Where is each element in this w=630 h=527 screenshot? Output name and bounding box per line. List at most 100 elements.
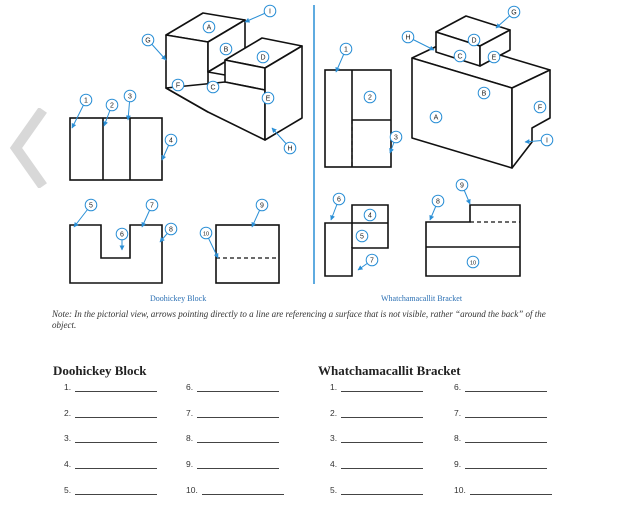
callout-label: F bbox=[176, 83, 180, 90]
answer-blank-line[interactable] bbox=[341, 409, 424, 418]
callout-label: I bbox=[546, 138, 548, 145]
doohickey-callout-9: 9 bbox=[251, 198, 269, 228]
bracket-callout-g: G bbox=[495, 5, 521, 29]
bracket-answer-row: 7. bbox=[454, 408, 548, 418]
answer-blank-line[interactable] bbox=[469, 486, 552, 495]
doohickey-callout-10: 10 bbox=[199, 226, 219, 259]
callout-label: 6 bbox=[120, 232, 124, 239]
answer-number: 9. bbox=[186, 459, 194, 469]
doohickey-answer-row: 4. bbox=[64, 459, 158, 469]
callout-label: 6 bbox=[337, 197, 341, 204]
answer-number: 6. bbox=[454, 382, 462, 392]
bracket-callout-6: 6 bbox=[330, 192, 346, 221]
bracket-callout-c: C bbox=[453, 49, 467, 63]
doohickey-callout-2: 2 bbox=[103, 98, 119, 127]
back-chevron-icon[interactable] bbox=[8, 108, 48, 188]
answer-number: 3. bbox=[64, 433, 72, 443]
doohickey-callout-3: 3 bbox=[123, 89, 137, 121]
callout-label: C bbox=[210, 85, 215, 92]
doohickey-callout-c: C bbox=[206, 80, 220, 94]
bracket-answer-row: 6. bbox=[454, 382, 548, 392]
doohickey-callout-i: I bbox=[244, 4, 277, 23]
bracket-callout-5: 5 bbox=[355, 229, 369, 243]
doohickey-callout-6: 6 bbox=[115, 227, 129, 251]
answer-blank-line[interactable] bbox=[75, 460, 158, 469]
bracket-answer-row: 5. bbox=[330, 485, 424, 495]
bracket-callout-e: E bbox=[487, 50, 501, 64]
answer-blank-line[interactable] bbox=[465, 460, 548, 469]
bracket-pictorial bbox=[411, 15, 551, 169]
callout-label: G bbox=[511, 10, 516, 17]
doohickey-callout-e: E bbox=[261, 91, 275, 105]
callout-label: 5 bbox=[360, 234, 364, 241]
answer-blank-line[interactable] bbox=[465, 409, 548, 418]
answer-blank-line[interactable] bbox=[341, 383, 424, 392]
bracket-answer-row: 9. bbox=[454, 459, 548, 469]
bracket-callout-8: 8 bbox=[429, 194, 445, 221]
bracket-answer-row: 4. bbox=[330, 459, 424, 469]
answer-title-bracket: Whatchamacallit Bracket bbox=[318, 363, 461, 378]
bracket-answer-row: 8. bbox=[454, 433, 548, 443]
doohickey-answer-row: 2. bbox=[64, 408, 158, 418]
answer-blank-line[interactable] bbox=[465, 383, 548, 392]
doohickey-answer-row: 1. bbox=[64, 382, 158, 392]
answer-blank-line[interactable] bbox=[75, 383, 158, 392]
callout-label: A bbox=[207, 25, 212, 32]
callout-label: E bbox=[266, 96, 271, 103]
bracket-callout-a: A bbox=[429, 110, 443, 124]
bracket-callout-f: F bbox=[533, 100, 547, 114]
doohickey-answer-row: 6. bbox=[186, 382, 280, 392]
callout-label: 4 bbox=[169, 138, 173, 145]
answer-blank-line[interactable] bbox=[197, 409, 280, 418]
answer-number: 3. bbox=[330, 433, 338, 443]
doohickey-callout-4: 4 bbox=[161, 133, 178, 161]
bracket-callout-3: 3 bbox=[389, 130, 403, 154]
callout-label: 7 bbox=[150, 203, 154, 210]
answer-blank-line[interactable] bbox=[201, 486, 284, 495]
bracket-callout-h: H bbox=[401, 30, 435, 51]
doohickey-pictorial bbox=[165, 12, 303, 141]
bracket-callout-7: 7 bbox=[357, 253, 379, 271]
callout-label: A bbox=[434, 115, 439, 122]
answer-blank-line[interactable] bbox=[197, 383, 280, 392]
answer-number: 5. bbox=[330, 485, 338, 495]
callout-label: 9 bbox=[260, 203, 264, 210]
doohickey-callout-1: 1 bbox=[71, 93, 93, 129]
answer-blank-line[interactable] bbox=[75, 434, 158, 443]
answer-number: 10. bbox=[186, 485, 198, 495]
answer-number: 10. bbox=[454, 485, 466, 495]
answer-blank-line[interactable] bbox=[341, 460, 424, 469]
doohickey-callout-a: A bbox=[202, 20, 216, 34]
doohickey-callout-8: 8 bbox=[159, 222, 178, 243]
callout-label: B bbox=[482, 91, 487, 98]
bracket-callout-4: 4 bbox=[363, 208, 377, 222]
bracket-answer-row: 10. bbox=[454, 485, 552, 495]
answer-blank-line[interactable] bbox=[75, 486, 158, 495]
bracket-answer-row: 1. bbox=[330, 382, 424, 392]
answer-blank-line[interactable] bbox=[197, 434, 280, 443]
bracket-callout-1: 1 bbox=[335, 42, 353, 73]
doohickey-answer-row: 8. bbox=[186, 433, 280, 443]
answer-blank-line[interactable] bbox=[341, 486, 424, 495]
doohickey-answer-row: 3. bbox=[64, 433, 158, 443]
bracket-callout-d: D bbox=[467, 33, 481, 47]
answer-blank-line[interactable] bbox=[197, 460, 280, 469]
callout-label: D bbox=[471, 38, 476, 45]
callout-label: 8 bbox=[436, 199, 440, 206]
answer-blank-line[interactable] bbox=[465, 434, 548, 443]
answer-number: 1. bbox=[330, 382, 338, 392]
answer-blank-line[interactable] bbox=[75, 409, 158, 418]
caption-doohickey: Doohickey Block bbox=[150, 294, 207, 303]
answer-number: 6. bbox=[186, 382, 194, 392]
callout-label: 4 bbox=[368, 213, 372, 220]
doohickey-callout-g: G bbox=[141, 33, 167, 61]
answer-number: 9. bbox=[454, 459, 462, 469]
answer-blank-line[interactable] bbox=[341, 434, 424, 443]
callout-label: 1 bbox=[84, 98, 88, 105]
callout-label: H bbox=[287, 146, 292, 153]
answer-number: 7. bbox=[186, 408, 194, 418]
answer-number: 4. bbox=[330, 459, 338, 469]
bracket-callout-9: 9 bbox=[455, 178, 471, 205]
